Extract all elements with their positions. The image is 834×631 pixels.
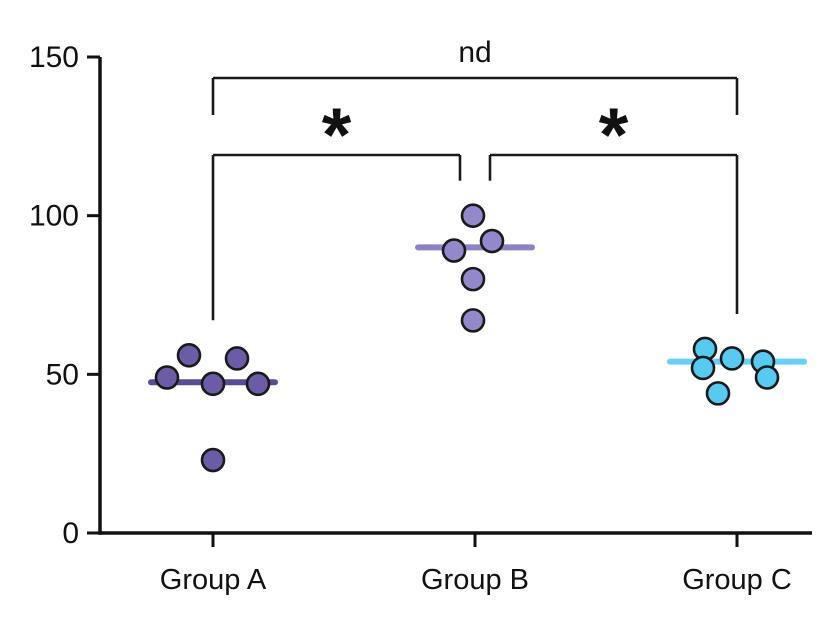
y-tick-label: 50 [46, 358, 79, 391]
data-point [200, 371, 226, 397]
data-point [441, 238, 467, 263]
significance-asterisk: * [599, 93, 629, 178]
significance-asterisk: * [322, 93, 352, 178]
data-point [200, 447, 226, 473]
data-point [479, 228, 505, 254]
data-point [245, 371, 271, 397]
data-point [460, 266, 486, 292]
data-point [460, 308, 486, 333]
data-point [705, 381, 731, 406]
y-tick-label: 150 [29, 41, 79, 74]
data-point [719, 346, 745, 371]
data-point [690, 355, 716, 381]
group-label: Group B [421, 564, 529, 596]
group-label: Group C [682, 564, 792, 596]
data-point [176, 342, 202, 368]
y-tick-label: 0 [62, 517, 79, 550]
data-point [754, 365, 780, 390]
data-point [224, 346, 250, 371]
data-point [460, 203, 486, 228]
significance-nd-label: nd [458, 36, 491, 69]
y-tick-label: 100 [29, 200, 79, 233]
group-label: Group A [160, 564, 267, 596]
data-point [154, 365, 180, 390]
